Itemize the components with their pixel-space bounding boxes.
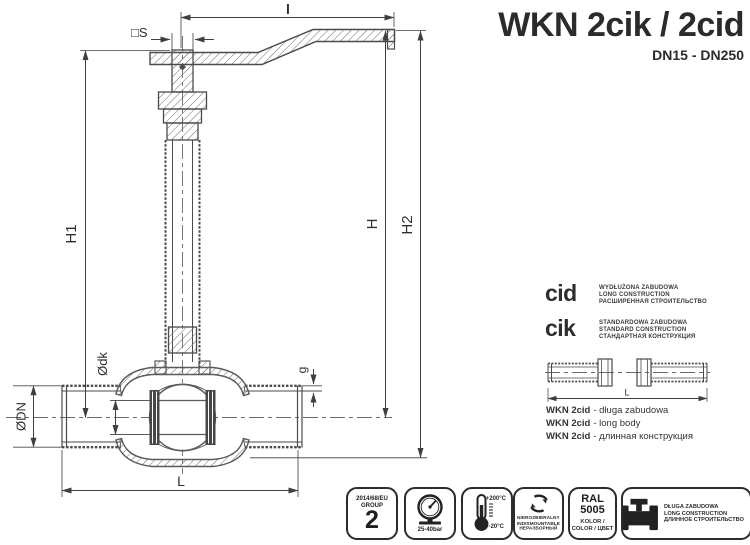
dimensions: l □S H1 H bbox=[14, 1, 427, 497]
dim-label-dn: ØDN bbox=[14, 402, 29, 431]
pipe-left bbox=[13, 384, 121, 449]
valve-seats bbox=[149, 390, 216, 445]
dimension-dn: ØDN bbox=[14, 385, 37, 448]
dimension-g: g bbox=[295, 367, 317, 407]
badge-pressure-range: 25-40bar bbox=[404, 487, 456, 540]
dim-label-h1: H1 bbox=[63, 224, 80, 243]
dimension-h: H bbox=[364, 30, 389, 418]
construction-type-cid: cid WYDŁUŻONA ZABUDOWA LONG CONSTRUCTION… bbox=[545, 280, 707, 306]
variant-line: WKN 2cid- długa zabudowa bbox=[546, 405, 669, 416]
group-number: 2 bbox=[365, 505, 379, 534]
temperature-min: -20°C bbox=[488, 524, 504, 530]
construction-code-cik: cik bbox=[545, 315, 576, 341]
page-title: WKN 2cik / 2cid bbox=[498, 6, 744, 44]
dim-label-s: □S bbox=[131, 25, 148, 40]
title-block: WKN 2cik / 2cid DN15 - DN250 bbox=[498, 6, 744, 63]
long-construction-text: DŁUGA ZABUDOWA LONG CONSTRUCTION ДЛИННОЕ… bbox=[664, 503, 745, 524]
pipe-right bbox=[245, 384, 322, 449]
dimension-h1: H1 bbox=[63, 50, 170, 418]
dimension-s: □S bbox=[131, 25, 214, 50]
thermometer-icon bbox=[474, 494, 493, 531]
construction-code-cid: cid bbox=[545, 280, 577, 306]
long-body-dim-label: L bbox=[624, 388, 629, 398]
temperature-max: +200°C bbox=[485, 496, 506, 502]
variant-line: WKN 2cid- long body bbox=[546, 418, 641, 429]
variant-line: WKN 2cid- длинная конструкция bbox=[546, 431, 693, 442]
recycle-arrows-icon bbox=[529, 494, 548, 513]
badge-pressure-directive: 2014/68/EU GROUP 2 bbox=[346, 487, 398, 540]
dimension-l: l bbox=[180, 1, 395, 48]
badge-temperature-range: +200°C -20°C bbox=[461, 487, 513, 540]
page-subtitle: DN15 - DN250 bbox=[652, 46, 744, 63]
dim-label-h2: H2 bbox=[399, 215, 416, 234]
construction-type-cik: cik STANDARDOWA ZABUDOWA STANDARD CONSTR… bbox=[545, 315, 696, 341]
long-body-dimension-L: L bbox=[547, 388, 708, 402]
badge-color: RAL 5005 KOLOR / COLOR / ЦВЕТ bbox=[568, 487, 617, 540]
dim-label-g: g bbox=[295, 367, 309, 374]
flanged-valve-icon bbox=[623, 498, 659, 530]
pressure-gauge-icon bbox=[417, 493, 443, 524]
badge-long-construction: DŁUGA ZABUDOWA LONG CONSTRUCTION ДЛИННОЕ… bbox=[621, 487, 750, 540]
dimension-L: L bbox=[61, 450, 299, 497]
badge-indismountable: NIEROZBIERALNY INDISMOUNTABLE НЕРАЗБОРНЫ… bbox=[513, 487, 564, 540]
construction-desc-cid: WYDŁUŻONA ZABUDOWA LONG CONSTRUCTION РАС… bbox=[599, 285, 707, 305]
dim-label-h: H bbox=[364, 219, 381, 230]
long-body-drawing: L bbox=[547, 358, 708, 402]
dimension-dk: Ødk bbox=[95, 352, 119, 435]
variant-list: WKN 2cid- długa zabudowa WKN 2cid- long … bbox=[546, 404, 693, 443]
dimension-h2: H2 bbox=[250, 30, 427, 459]
dim-label-L: L bbox=[177, 473, 185, 489]
construction-desc-cik: STANDARDOWA ZABUDOWA STANDARD CONSTRUCTI… bbox=[599, 320, 696, 340]
valve-body bbox=[110, 360, 250, 468]
handle bbox=[149, 28, 396, 66]
dim-label-dk: Ødk bbox=[95, 352, 110, 376]
dim-label-l: l bbox=[286, 1, 290, 17]
indismountable-text: NIEROZBIERALNY INDISMOUNTABLE НЕРАЗБОРНЫ… bbox=[516, 516, 561, 532]
